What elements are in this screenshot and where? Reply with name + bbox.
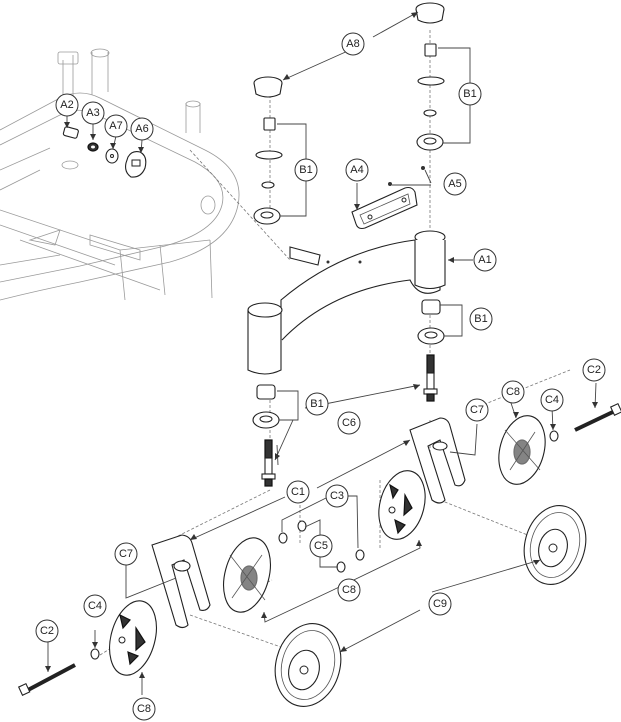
arrowheads — [45, 12, 598, 678]
bearing-stack-lower-left — [252, 384, 280, 429]
part-washers-c3 — [278, 532, 365, 561]
part-fork-left — [151, 534, 211, 629]
bearing-stack-upper-right — [416, 43, 445, 151]
part-cover-mid — [378, 470, 426, 540]
callout-a6: A6 — [130, 117, 154, 141]
callout-a5: A5 — [443, 172, 467, 196]
svg-text:A3: A3 — [86, 107, 99, 119]
svg-text:A7: A7 — [109, 120, 122, 132]
svg-text:A2: A2 — [60, 99, 73, 111]
part-stem-right — [423, 354, 438, 402]
callout-c8-center: C8 — [337, 578, 361, 602]
part-washer-c4-left — [90, 648, 100, 660]
svg-text:C7: C7 — [119, 548, 133, 560]
svg-text:B1: B1 — [310, 398, 323, 410]
part-cap-left — [253, 76, 283, 98]
svg-text:C8: C8 — [342, 584, 356, 596]
svg-text:C2: C2 — [40, 625, 54, 637]
callout-c4-left: C4 — [83, 594, 107, 618]
part-yoke-a1 — [247, 230, 446, 375]
part-cover-right-outer — [498, 415, 546, 485]
callout-a7: A7 — [104, 114, 128, 138]
leader-lines — [47, 11, 597, 695]
svg-text:B1: B1 — [474, 313, 487, 325]
frame-assembly — [0, 48, 240, 301]
part-cover-center — [223, 537, 271, 613]
callout-a1: A1 — [473, 248, 497, 272]
part-label-plate-a4 — [351, 186, 418, 230]
callout-c4-right: C4 — [540, 388, 564, 412]
svg-text:B1: B1 — [463, 88, 476, 100]
svg-text:C8: C8 — [506, 386, 520, 398]
part-stem-left — [261, 439, 276, 487]
svg-text:C8: C8 — [137, 703, 151, 715]
part-lock-washer-a3 — [87, 142, 99, 152]
svg-text:C7: C7 — [470, 404, 484, 416]
callout-c3: C3 — [325, 484, 349, 508]
callout-c1: C1 — [286, 480, 310, 504]
part-fork-right — [409, 417, 466, 504]
svg-text:C2: C2 — [587, 364, 601, 376]
part-washer-c4-right — [549, 430, 559, 442]
svg-text:C6: C6 — [342, 417, 356, 429]
svg-text:A5: A5 — [448, 178, 461, 190]
svg-text:C5: C5 — [314, 540, 328, 552]
part-axle-bolt-right — [574, 402, 621, 432]
callout-a2: A2 — [55, 93, 79, 117]
part-screws-a5 — [388, 166, 425, 186]
part-bolt-a2 — [62, 126, 79, 139]
part-cap-right — [415, 2, 445, 24]
callout-c8-right: C8 — [501, 380, 525, 404]
callout-a8: A8 — [341, 32, 365, 56]
callout-c9: C9 — [428, 592, 452, 616]
callout-c2-left: C2 — [35, 619, 59, 643]
svg-text:C4: C4 — [88, 600, 102, 612]
callout-c2-right: C2 — [582, 358, 606, 382]
svg-text:C3: C3 — [330, 490, 344, 502]
callout-a3: A3 — [81, 101, 105, 125]
svg-text:B1: B1 — [299, 164, 312, 176]
callout-c7-right: C7 — [465, 398, 489, 422]
part-wheel-left — [274, 623, 342, 707]
svg-text:C1: C1 — [291, 486, 305, 498]
callout-b1-lower-right: B1 — [469, 307, 493, 331]
callout-c5: C5 — [309, 534, 333, 558]
callout-c8-left: C8 — [132, 697, 156, 721]
part-flat-washer-a7 — [105, 148, 119, 164]
callout-a4: A4 — [345, 158, 369, 182]
svg-text:A6: A6 — [135, 123, 148, 135]
part-cam-plate-a6 — [125, 151, 147, 178]
svg-text:A1: A1 — [478, 254, 491, 266]
part-cover-left-outer — [109, 600, 157, 676]
callout-c6: C6 — [337, 411, 361, 435]
bearing-stack-upper-left — [253, 117, 283, 225]
callout-b1-lower-left: B1 — [305, 392, 329, 416]
callout-c7-left: C7 — [114, 542, 138, 566]
callout-b1-top-right: B1 — [458, 82, 482, 106]
svg-text:C9: C9 — [433, 598, 447, 610]
svg-text:C4: C4 — [545, 394, 559, 406]
part-wheel-right — [523, 505, 587, 585]
bearing-stack-lower-right — [417, 299, 445, 345]
svg-text:A8: A8 — [346, 38, 359, 50]
part-axle-bolt-left — [17, 663, 76, 696]
part-nuts-c5 — [297, 520, 346, 573]
svg-text:A4: A4 — [350, 164, 363, 176]
callout-b1-top-left: B1 — [294, 158, 318, 182]
